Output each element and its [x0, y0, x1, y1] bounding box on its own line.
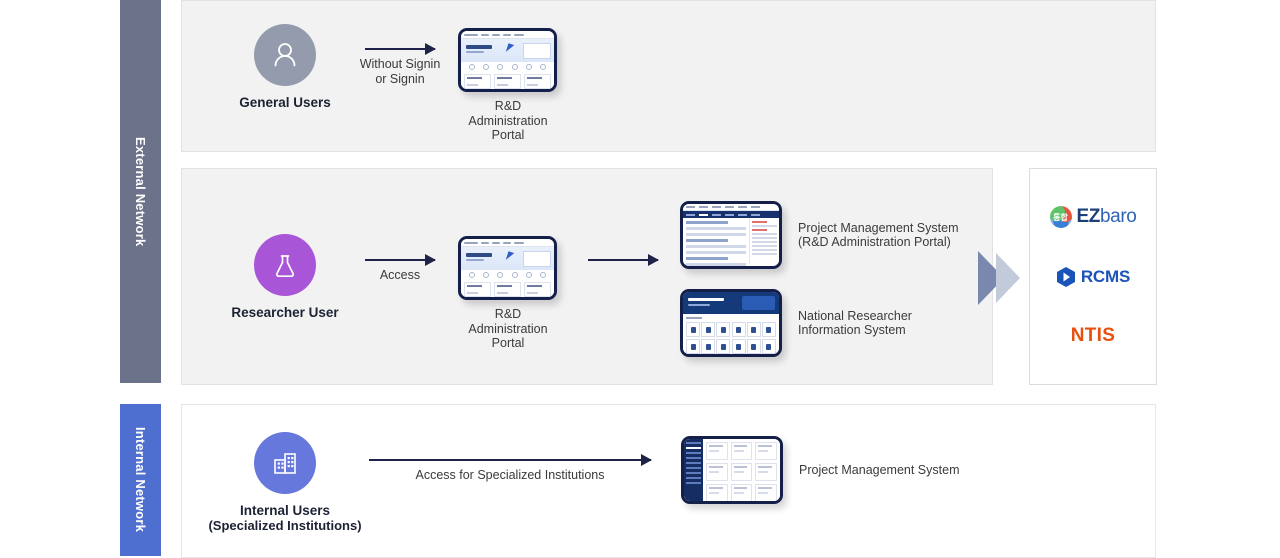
arrow-right-icon [588, 254, 659, 266]
ntis-text: NTIS [1070, 324, 1116, 346]
screen-national-researcher-information-system[interactable] [680, 289, 782, 357]
cursor-icon [505, 43, 515, 54]
screen-header [683, 292, 779, 314]
screen-menubar-main [683, 211, 779, 218]
screen-sidebar [684, 439, 703, 501]
double-chevron-right-icon [978, 247, 1024, 309]
screen-hero [461, 39, 554, 62]
screen-caption-rd-portal: R&D Administration Portal [468, 99, 548, 142]
screen-project-management-system[interactable] [681, 436, 783, 504]
flow-label-without-signin: Without Signin or Signin [359, 57, 441, 86]
screen-hero [461, 247, 554, 270]
user-icon [254, 24, 316, 86]
screen-group-general-portal: R&D Administration Portal [458, 28, 558, 143]
ezbaro-text-secondary: baro [1100, 206, 1137, 228]
actor-label-internal-users-sub: (Specialized Institutions) [208, 518, 362, 533]
screen-group-internal-pms: Project Management System [681, 436, 960, 504]
screen-quick-icons [461, 62, 554, 71]
buildings-icon [254, 432, 316, 494]
actor-general-users: General Users [185, 24, 385, 110]
screen-cards [461, 279, 554, 297]
panel-general-users [181, 0, 1156, 152]
screen-rd-administration-portal[interactable] [458, 236, 557, 300]
screen-caption-project-management-system: Project Management System (R&D Administr… [798, 220, 959, 250]
actor-label-internal-users: Internal Users (Specialized Institutions… [185, 503, 385, 533]
screen-content [703, 439, 780, 501]
screen-group-project-management-system: Project Management System (R&D Administr… [680, 201, 959, 269]
logo-ezbaro[interactable]: 통합 EZbaro [1049, 206, 1137, 229]
screen-quick-icons [461, 270, 554, 279]
ezbaro-text-primary: EZ [1076, 206, 1101, 228]
arrow-right-icon [369, 454, 652, 466]
actor-label-researcher-user: Researcher User [231, 305, 339, 320]
network-bar-external: External Network [120, 0, 161, 383]
screen-menubar-top [683, 204, 779, 211]
actor-researcher-user: Researcher User [185, 234, 385, 320]
screen-cards [461, 71, 554, 89]
actor-internal-users: Internal Users (Specialized Institutions… [185, 432, 385, 533]
flask-icon [254, 234, 316, 296]
flow-internal-to-pms: Access for Specialized Institutions [366, 454, 654, 483]
panel-external-systems: 통합 EZbaro RCMS NTIS [1029, 168, 1157, 385]
ezbaro-mark-icon: 통합 [1049, 206, 1072, 229]
screen-caption-national-researcher-information-system: National Researcher Information System [798, 308, 912, 338]
arrow-right-icon [365, 254, 436, 266]
actor-label-internal-users-main: Internal Users [239, 503, 331, 518]
flow-general-to-portal: Without Signin or Signin [340, 43, 460, 87]
screen-topbar [461, 239, 554, 247]
network-label-internal: Internal Network [133, 427, 148, 533]
network-bar-internal: Internal Network [120, 404, 161, 556]
rcms-text: RCMS [1080, 266, 1131, 286]
screen-caption-rd-portal: R&D Administration Portal [468, 307, 548, 350]
flow-researcher-to-portal: Access [352, 254, 448, 283]
logo-ntis[interactable]: NTIS [1071, 325, 1115, 347]
logo-rcms[interactable]: RCMS [1056, 266, 1130, 288]
screen-rd-administration-portal[interactable] [458, 28, 557, 92]
arrow-right-icon [365, 43, 436, 55]
screen-topbar [461, 31, 554, 39]
screen-project-management-system[interactable] [680, 201, 782, 269]
rcms-hexagon-icon [1056, 266, 1075, 287]
screen-body [683, 218, 779, 266]
screen-group-researcher-portal: R&D Administration Portal [458, 236, 558, 351]
flow-label-access: Access [379, 268, 421, 282]
actor-label-general-users: General Users [239, 95, 331, 110]
cursor-icon [505, 251, 515, 262]
screen-caption-internal-pms: Project Management System [799, 462, 960, 477]
flow-label-access-specialized: Access for Specialized Institutions [415, 468, 605, 482]
screen-icon-grid [683, 314, 779, 354]
panel-researcher-users [181, 168, 993, 385]
screen-group-national-researcher-information-system: National Researcher Information System [680, 289, 912, 357]
flow-portal-to-systems [575, 254, 671, 266]
network-label-external: External Network [133, 136, 148, 247]
